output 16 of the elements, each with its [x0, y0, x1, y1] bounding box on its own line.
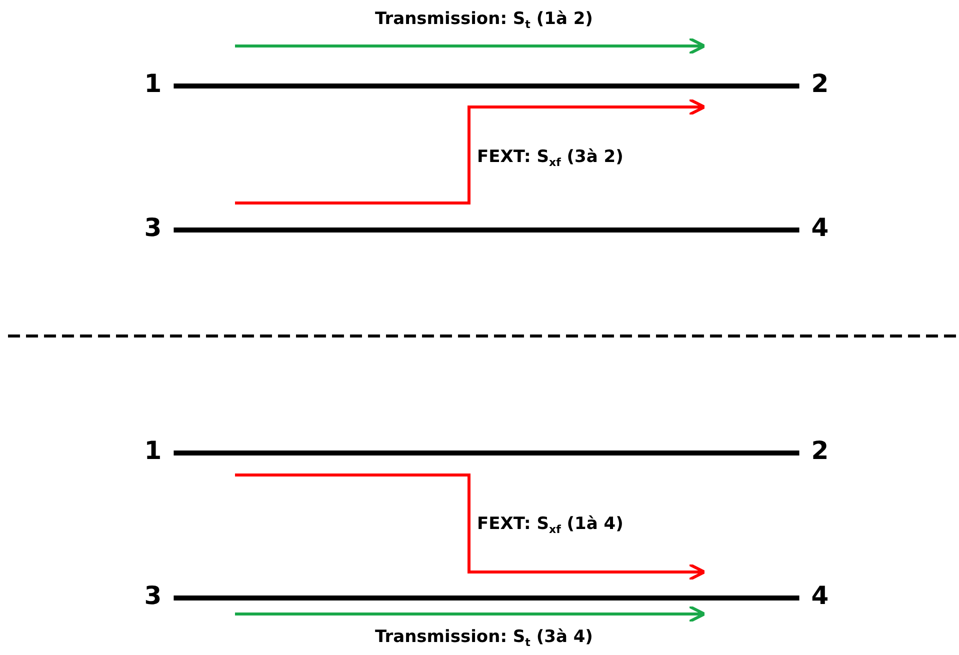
port-number: 1 [144, 70, 162, 98]
port-number: 4 [811, 582, 829, 610]
signal-label: Transmission: S$_{t}$ (1à 2) [375, 8, 593, 34]
port-number: 3 [144, 214, 162, 242]
port-number: 2 [811, 437, 829, 465]
transmission-line [174, 228, 800, 232]
port-number: 3 [144, 582, 162, 610]
port-number: 1 [144, 437, 162, 465]
signal-label: FEXT: S$_{xf}$ (1à 4) [477, 512, 624, 538]
transmission-line [174, 450, 800, 456]
signal-label: FEXT: S$_{xf}$ (3à 2) [477, 146, 624, 172]
port-number: 4 [811, 214, 829, 242]
transmission-line [174, 596, 800, 600]
signal-label: Transmission: S$_{t}$ (3à 4) [375, 626, 593, 652]
port-number: 2 [811, 70, 829, 98]
transmission-line [174, 84, 800, 88]
